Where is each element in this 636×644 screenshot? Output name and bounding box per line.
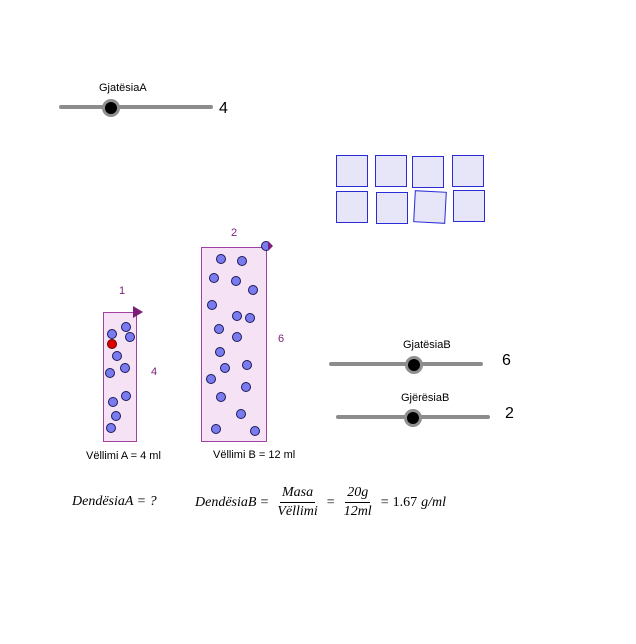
particle bbox=[121, 322, 131, 332]
unit-tile bbox=[336, 191, 368, 223]
particle bbox=[105, 368, 115, 378]
container-b-width-label: 2 bbox=[231, 227, 238, 239]
volume-word: Vëllimi bbox=[277, 504, 318, 519]
particle bbox=[231, 276, 241, 286]
particle bbox=[232, 311, 242, 321]
length-b-slider-value: 6 bbox=[502, 352, 511, 369]
container-b-handle-arrow bbox=[268, 241, 273, 251]
container-a-height-label: 4 bbox=[151, 366, 158, 378]
particle bbox=[248, 285, 258, 295]
volume-value: 12ml bbox=[343, 504, 372, 519]
particle bbox=[209, 273, 219, 283]
density-a-text: DendësiaA = ? bbox=[72, 494, 157, 509]
density-result: 1.67 bbox=[392, 494, 418, 510]
density-a-formula: DendësiaA = ? bbox=[72, 494, 157, 510]
particle bbox=[245, 313, 255, 323]
length-a-slider-value: 4 bbox=[219, 100, 228, 117]
particle bbox=[125, 332, 135, 342]
length-a-slider-knob[interactable] bbox=[102, 99, 120, 117]
particle bbox=[207, 300, 217, 310]
density-unit: g/ml bbox=[421, 494, 446, 510]
particle bbox=[107, 329, 117, 339]
particle bbox=[236, 409, 246, 419]
volume-a-text: Vëllimi A = 4 ml bbox=[86, 450, 161, 462]
particle bbox=[121, 391, 131, 401]
particle bbox=[108, 397, 118, 407]
width-b-slider-label: GjërësiaB bbox=[401, 392, 450, 404]
highlight-particle bbox=[107, 339, 117, 349]
unit-tile bbox=[453, 190, 485, 222]
density-b-label: DendësiaB bbox=[195, 494, 257, 510]
equals-sign: = bbox=[380, 494, 389, 510]
values-fraction: 20g 12ml bbox=[342, 485, 374, 520]
container-b-particles bbox=[206, 254, 260, 436]
particle bbox=[211, 424, 221, 434]
length-a-slider-track[interactable] bbox=[59, 105, 213, 109]
length-a-slider-label: GjatësiaA bbox=[99, 82, 147, 94]
width-b-slider-value: 2 bbox=[505, 405, 514, 422]
particle bbox=[232, 332, 242, 342]
particle bbox=[120, 363, 130, 373]
unit-tile bbox=[452, 155, 484, 187]
particle bbox=[214, 324, 224, 334]
equals-sign: = bbox=[326, 494, 335, 510]
mass-over-volume-fraction: Masa Vëllimi bbox=[275, 485, 319, 520]
unit-tile bbox=[336, 155, 368, 187]
mass-value: 20g bbox=[345, 485, 371, 503]
particle bbox=[111, 411, 121, 421]
mass-word: Masa bbox=[280, 485, 316, 503]
unit-tile bbox=[376, 192, 408, 224]
container-a-width-label: 1 bbox=[119, 285, 126, 297]
length-b-slider-label: GjatësiaB bbox=[403, 339, 451, 351]
particle bbox=[241, 382, 251, 392]
volume-b-text: Vëllimi B = 12 ml bbox=[213, 449, 296, 461]
particle bbox=[216, 254, 226, 264]
particle bbox=[215, 347, 225, 357]
particle bbox=[106, 423, 116, 433]
container-a-particles bbox=[105, 322, 135, 433]
container-a-resize-handle[interactable] bbox=[133, 306, 143, 318]
container-b-height-label: 6 bbox=[278, 333, 285, 345]
particle bbox=[112, 351, 122, 361]
width-b-slider-knob[interactable] bbox=[404, 409, 422, 427]
particle bbox=[206, 374, 216, 384]
particle bbox=[242, 360, 252, 370]
density-b-formula: DendësiaB = Masa Vëllimi = 20g 12ml = 1.… bbox=[195, 485, 446, 520]
particle bbox=[237, 256, 247, 266]
unit-tile bbox=[412, 156, 444, 188]
particle bbox=[250, 426, 260, 436]
particle bbox=[216, 392, 226, 402]
particle bbox=[220, 363, 230, 373]
equals-sign: = bbox=[260, 494, 269, 510]
length-b-slider-knob[interactable] bbox=[405, 356, 423, 374]
unit-tile bbox=[375, 155, 407, 187]
